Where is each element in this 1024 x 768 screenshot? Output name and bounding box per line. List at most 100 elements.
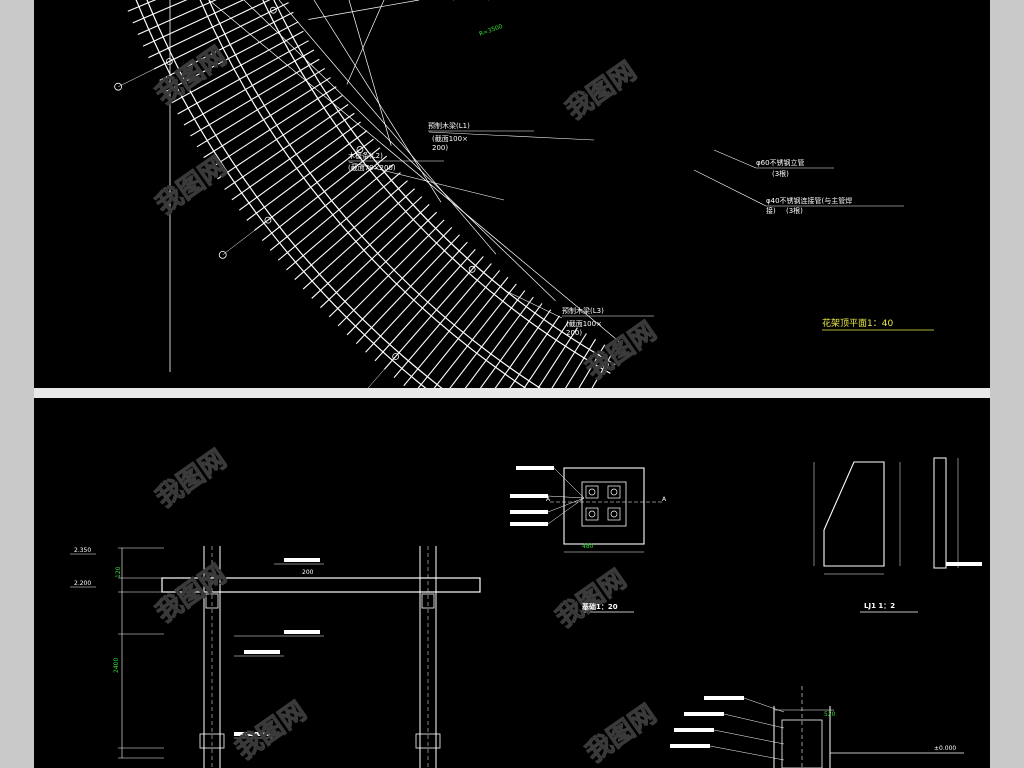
bolt-square: [607, 485, 621, 499]
annotation-leader: [713, 149, 757, 169]
rafter: [183, 49, 315, 126]
rafter: [355, 234, 460, 344]
rafter: [578, 344, 606, 388]
dim-520: 520: [824, 711, 836, 718]
rafter: [564, 338, 597, 388]
callout-text-block: [516, 466, 554, 470]
rafter: [148, 0, 271, 59]
callout-leader: [553, 467, 585, 499]
rafter: [277, 163, 394, 261]
rafter: [591, 349, 615, 388]
base-plate: [581, 481, 627, 527]
rafter: [328, 211, 438, 318]
radial-leader-line: [346, 0, 385, 85]
label-pipe-40: φ40不锈钢连接管(与主管焊: [766, 196, 852, 205]
dim-120: 120: [115, 566, 122, 578]
rafter: [551, 333, 587, 388]
callout-text-block: [234, 732, 270, 736]
plan-geometry: [114, 0, 934, 388]
rafter: [203, 77, 331, 159]
beam-connector: [421, 593, 435, 609]
top-beam: [161, 577, 481, 593]
rafter: [171, 30, 304, 104]
dim-2400: 2400: [113, 658, 120, 673]
lj1-plate-profile: [823, 461, 885, 567]
lj1-detail-title: LJ1 1：2: [864, 602, 895, 610]
axis-bubble: [218, 250, 227, 259]
foundation-column: [781, 719, 823, 768]
callout-text-block: [284, 630, 320, 634]
label-pipe-60-note: (3根): [772, 169, 789, 178]
curved-beam: [208, 0, 542, 388]
axis-leader: [118, 61, 170, 87]
label-beam-l1-size: (截面100×: [432, 134, 468, 143]
curved-beam: [262, 0, 611, 374]
rafter: [286, 172, 401, 271]
callout-text-block: [684, 712, 724, 716]
label-beam-l3-size2: 200): [566, 329, 582, 337]
label-beam-l1-size2: 200): [432, 144, 448, 152]
rafter: [302, 188, 415, 290]
curved-beam: [273, 0, 616, 366]
radial-leader-line: [308, 0, 420, 20]
detail-drawing-panel: 我图网 我图网 我图网 我图网 我图网 基础1：20 LJ1 1：2 A A 2…: [34, 398, 990, 768]
rafter: [464, 296, 534, 388]
rafter: [165, 21, 299, 93]
lj1-plate-side: [933, 457, 947, 569]
column-marker: [269, 6, 277, 14]
column-marker: [468, 265, 476, 273]
pergola-roof-plan: 我图网 我图网 我图网 我图网 预制木梁(L1) (截面100× 200) 木檩…: [114, 0, 934, 388]
plan-drawing-panel: 我图网 我图网 我图网 我图网 预制木梁(L1) (截面100× 200) 木檩…: [34, 0, 990, 388]
rafter: [537, 327, 578, 388]
callout-text-block: [946, 562, 982, 566]
column-marker: [602, 361, 609, 369]
label-beam-l2-size: (截面70×200): [348, 163, 396, 172]
section-a-left: A: [546, 496, 551, 503]
annotation-leader: [348, 161, 505, 201]
label-pipe-40-note: (3根): [786, 206, 803, 215]
footing-outline: [563, 467, 645, 545]
rafter: [137, 0, 217, 36]
radial-leader-line: [208, 0, 620, 342]
bolt-square: [607, 507, 621, 521]
radial-leader-line: [348, 0, 392, 146]
axis-bubble: [114, 82, 123, 91]
anchor-bolt: [610, 510, 618, 518]
rafter: [132, 0, 188, 24]
callout-text-block: [510, 510, 548, 514]
rafter: [365, 241, 468, 353]
rafter: [224, 103, 349, 190]
label-beam-l1: 预制木梁(L1): [428, 121, 470, 130]
radial-leader-line: [243, 0, 556, 301]
annotation-leader: [503, 289, 563, 319]
rafter: [238, 121, 361, 211]
dim-200: 200: [302, 569, 314, 576]
callout-text-block: [244, 650, 280, 654]
watermarks-top: 我图网 我图网 我图网 我图网: [150, 41, 662, 386]
rafter: [384, 256, 484, 370]
detail-geometry: [70, 457, 982, 768]
watermark: 我图网: [231, 696, 312, 765]
axis-leader: [222, 219, 269, 256]
rafter: [311, 196, 423, 299]
label-beam-l2: 木檩条(L2): [348, 151, 383, 160]
panel-divider: [34, 388, 990, 398]
rafter: [479, 303, 543, 388]
section-a-right: A: [662, 496, 667, 503]
rafter: [190, 58, 320, 137]
callout-text-block: [510, 522, 548, 526]
beam-connector: [205, 593, 219, 609]
rafter: [231, 112, 355, 201]
radial-leader-line: [313, 0, 442, 203]
column-marker: [264, 216, 272, 224]
rafter: [127, 0, 157, 12]
anchor-bolt: [588, 510, 596, 518]
rafter: [254, 138, 374, 231]
rafter: [393, 263, 492, 378]
callout-text-block: [670, 744, 710, 748]
watermark: 我图网: [551, 564, 632, 633]
label-beam-l3: 预制木梁(L3): [562, 306, 604, 315]
rafter: [346, 226, 453, 336]
annotation-leader: [428, 131, 595, 141]
column-marker: [356, 146, 364, 153]
